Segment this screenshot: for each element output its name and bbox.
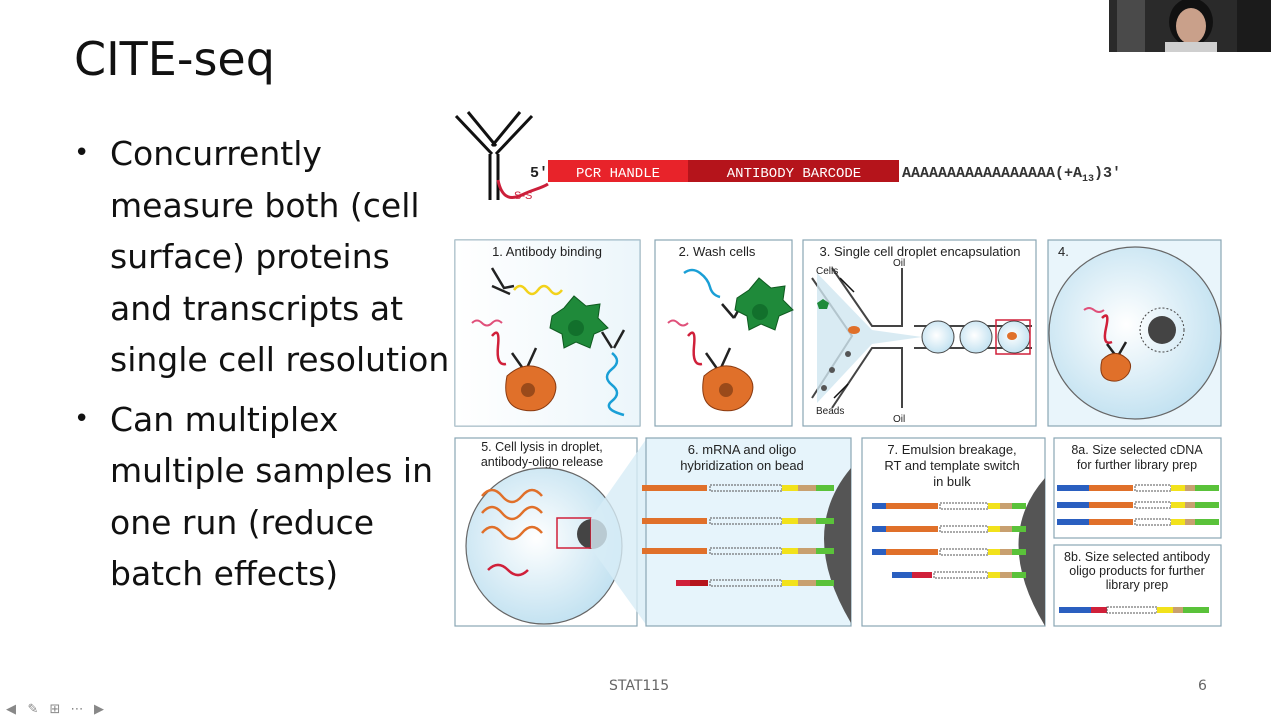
arrow-left-icon[interactable]: ◀	[6, 701, 16, 717]
cite-seq-diagram: S-S 5′ PCR HANDLE ANTIBODY BARCODE AAAAA…	[454, 111, 1222, 627]
panel-7-title-line3: in bulk	[933, 474, 971, 489]
panel-emulsion-breakage: 7. Emulsion breakage, RT and template sw…	[861, 437, 1046, 627]
cite-seq-figure: S-S 5′ PCR HANDLE ANTIBODY BARCODE AAAAA…	[452, 108, 1227, 643]
presenter-video[interactable]	[1109, 0, 1271, 52]
panel-antibody-binding: 1. Antibody binding	[454, 239, 641, 427]
panel-wash-cells: 2. Wash cells	[654, 239, 794, 427]
panel-droplet-encapsulation: 3. Single cell droplet encapsulation Cel…	[802, 239, 1037, 427]
panel-8b-title-line1: 8b. Size selected antibody	[1064, 550, 1211, 564]
panel-4-title: 4.	[1058, 244, 1069, 259]
panel-8a-title-line1: 8a. Size selected cDNA	[1071, 443, 1203, 457]
panel-8a-title-line2: for further library prep	[1077, 458, 1197, 472]
panel-3-title: 3. Single cell droplet encapsulation	[820, 244, 1021, 259]
slides-icon[interactable]: ⊞	[49, 701, 61, 717]
pcr-handle-label: PCR HANDLE	[576, 166, 660, 182]
panel-8b-antibody-oligo: 8b. Size selected antibody oligo product…	[1053, 544, 1222, 627]
footer-course: STAT115	[609, 678, 670, 694]
panel-5-title-line2: antibody-oligo release	[481, 455, 603, 469]
linker-label: S-S	[514, 190, 532, 202]
linker-line	[496, 179, 549, 199]
panel-4-droplet: 4.	[1047, 239, 1222, 427]
antibody-barcode-label: ANTIBODY BARCODE	[727, 166, 861, 182]
bullet-item: Can multiplex multiple samples in one ru…	[74, 394, 454, 600]
bead-oligo-rows	[642, 484, 834, 587]
antibody-icon	[454, 111, 534, 200]
panel-6-title-line1: 6. mRNA and oligo	[688, 442, 796, 457]
panel-6-title-line2: hybridization on bead	[680, 458, 804, 473]
oil-label-bottom: Oil	[893, 414, 905, 425]
arrow-right-icon[interactable]: ▶	[94, 701, 104, 717]
panel-hybridization: 6. mRNA and oligo hybridization on bead	[591, 437, 852, 627]
five-prime-label: 5′	[530, 165, 548, 182]
pen-icon[interactable]: ✎	[27, 701, 39, 717]
panel-8b-title-line3: library prep	[1106, 578, 1169, 592]
panel-8a-cdna: 8a. Size selected cDNA for further libra…	[1053, 437, 1222, 539]
panel-5-title-line1: 5. Cell lysis in droplet,	[481, 440, 603, 454]
panel-2-title: 2. Wash cells	[679, 244, 756, 259]
bullet-list: Concurrently measure both (cell surface)…	[74, 128, 454, 608]
panel-8b-title-line2: oligo products for further	[1069, 564, 1205, 578]
poly-a-label: AAAAAAAAAAAAAAAAA(+A13)3′	[902, 165, 1121, 185]
pcr-handle-segment	[548, 160, 688, 182]
presenter-avatar	[1109, 0, 1271, 52]
oil-label-top: Oil	[893, 258, 905, 269]
slide-title: CITE-seq	[74, 32, 275, 86]
slideshow-controls: ◀ ✎ ⊞ ⋯ ▶	[2, 701, 108, 717]
panel-1-title: 1. Antibody binding	[492, 244, 602, 259]
bullet-item: Concurrently measure both (cell surface)…	[74, 128, 454, 386]
beads-label: Beads	[816, 406, 844, 417]
panel-7-title-line2: RT and template switch	[884, 458, 1019, 473]
cells-label: Cells	[816, 266, 838, 277]
slide-number: 6	[1198, 678, 1207, 694]
panel-7-title-line1: 7. Emulsion breakage,	[887, 442, 1016, 457]
antibody-barcode-segment	[688, 160, 899, 182]
more-icon[interactable]: ⋯	[70, 701, 84, 717]
